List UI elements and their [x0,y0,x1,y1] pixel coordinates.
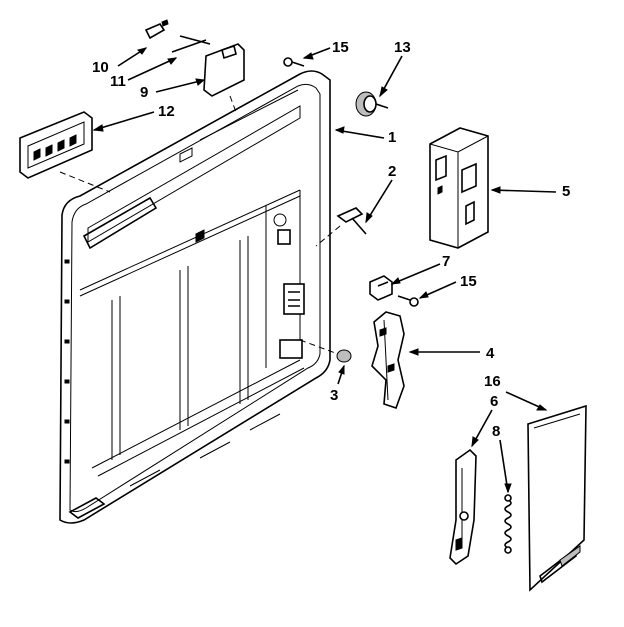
callout-2: 2 [388,163,396,180]
callout-6: 6 [490,393,498,410]
leader-lines [92,47,557,494]
part-7-latch [369,275,393,301]
callout-9: 9 [140,84,148,101]
part-8-spring [504,494,512,554]
part-12-handle-bracket [19,111,111,193]
part-16-side-cover [527,404,587,592]
callout-3: 3 [330,387,338,404]
callout-labels: 10 11 9 12 15 13 1 2 5 7 15 4 16 6 3 8 [92,39,570,440]
callout-15-lower: 15 [460,273,477,290]
part-9-cover [203,43,245,97]
callout-10: 10 [92,59,109,76]
callout-11: 11 [110,73,126,90]
part-15-screw-upper [283,57,305,67]
inner-door-panel [59,70,331,524]
part-15-screw-lower [397,295,419,307]
part-3-bushing [299,339,352,363]
part-5-switch-housing [429,127,489,249]
part-10-clip [144,19,169,40]
callout-13: 13 [394,39,411,56]
callout-7: 7 [442,253,450,270]
callout-16: 16 [484,373,501,390]
callout-15-upper: 15 [332,39,349,56]
callout-5: 5 [562,183,570,200]
part-11-pin [171,35,211,53]
part-13-knob [355,91,389,117]
callout-1: 1 [388,129,396,146]
part-2-striker [315,207,367,247]
part-4-lever [371,311,405,410]
callout-4: 4 [486,345,495,362]
callout-8: 8 [492,423,500,440]
part-6-lever-arm [449,448,477,566]
callout-12: 12 [158,103,175,120]
